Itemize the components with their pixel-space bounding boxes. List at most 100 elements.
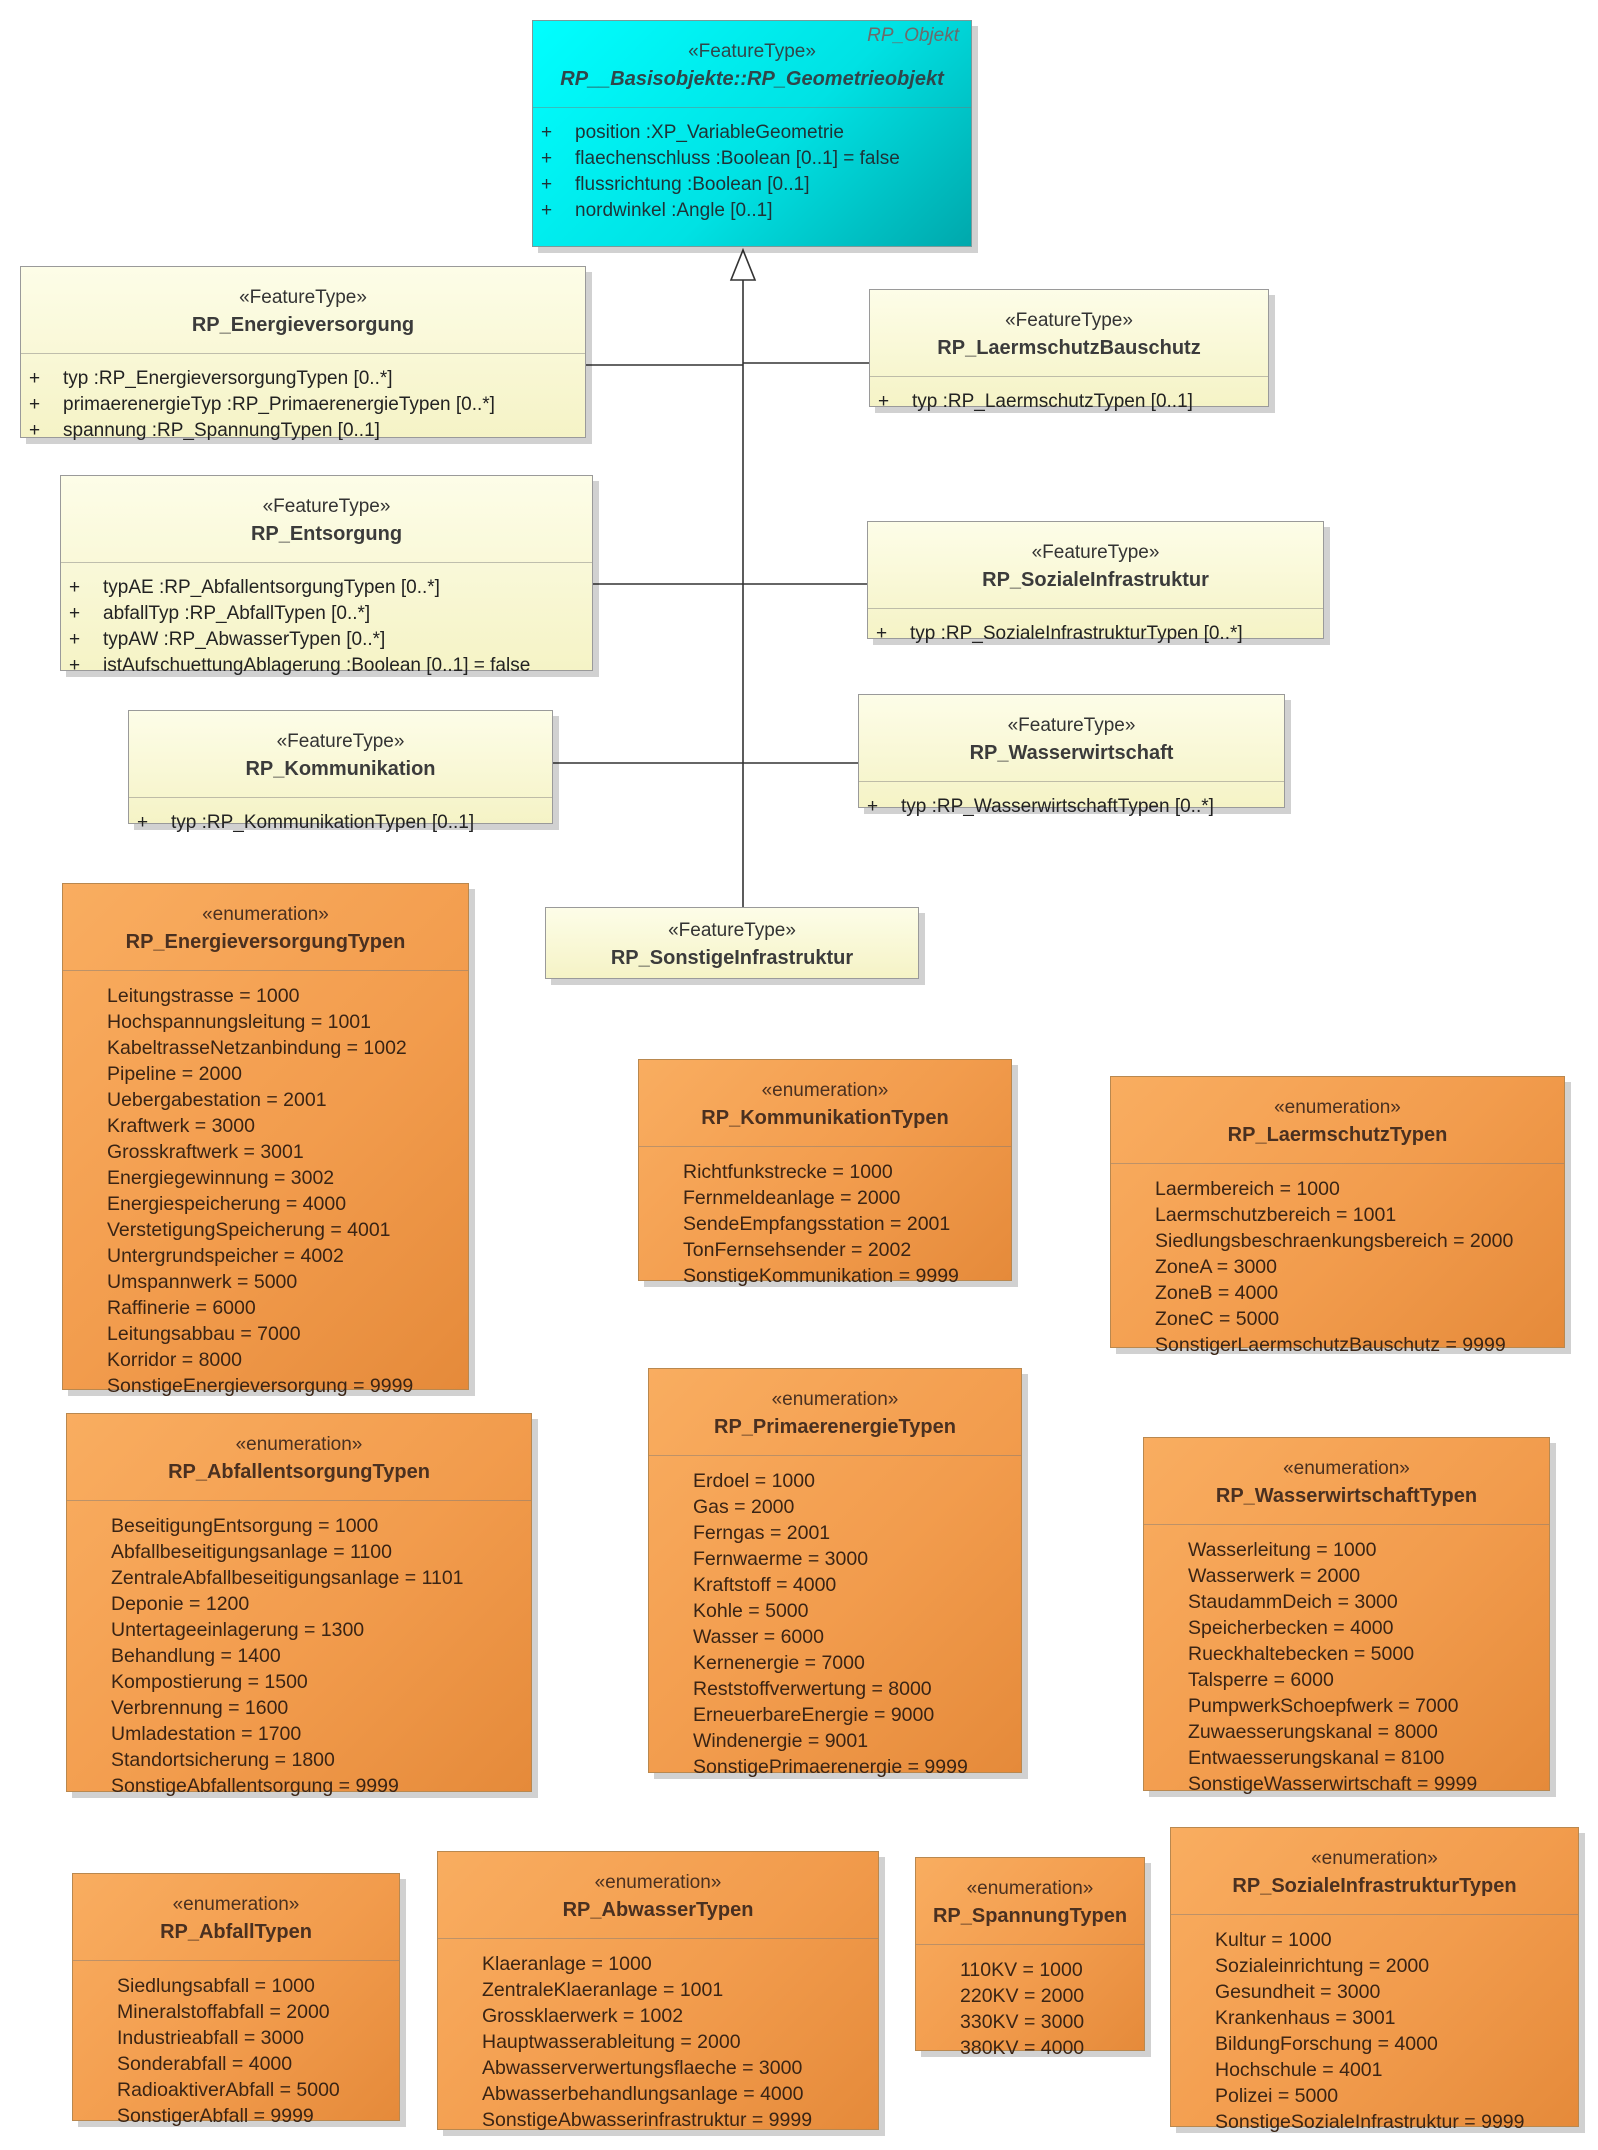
attribute-text: istAufschuettungAblagerung :Boolean [0..…: [103, 655, 531, 676]
enum-literal: Laermbereich = 1000: [1155, 1178, 1340, 1200]
enum-literal: Energiespeicherung = 4000: [107, 1193, 347, 1215]
enum-rp-abfallentsorgungtypen[interactable]: «enumeration» RP_AbfallentsorgungTypen B…: [66, 1413, 532, 1797]
class-rp-sonstigeinfrastruktur[interactable]: «FeatureType» RP_SonstigeInfrastruktur: [545, 907, 919, 979]
attribute-text: typ :RP_KommunikationTypen [0..1]: [171, 812, 475, 833]
enum-literal: ErneuerbareEnergie = 9000: [693, 1704, 935, 1726]
enum-literal: ZentraleKlaeranlage = 1001: [482, 1979, 724, 2001]
enum-literal: Gesundheit = 3000: [1215, 1981, 1381, 2003]
enum-literal: TonFernsehsender = 2002: [683, 1239, 912, 1261]
attribute-row: +typ :RP_WasserwirtschaftTypen [0..*]: [867, 794, 1276, 820]
enum-name: RP_LaermschutzTypen: [1227, 1124, 1448, 1146]
enum-literal: SonstigerLaermschutzBauschutz = 9999: [1155, 1334, 1506, 1356]
attribute-text: typ :RP_EnergieversorgungTypen [0..*]: [63, 368, 393, 389]
enum-literal: Grosskraftwerk = 3001: [107, 1141, 304, 1163]
class-rp-wasserwirtschaft[interactable]: «FeatureType» RP_Wasserwirtschaft +typ :…: [858, 694, 1285, 817]
enum-name: RP_SozialeInfrastrukturTypen: [1232, 1875, 1517, 1897]
enum-literal: Entwaesserungskanal = 8100: [1188, 1747, 1445, 1769]
attribute-text: typAW :RP_AbwasserTypen [0..*]: [103, 629, 386, 650]
attribute-text: spannung :RP_SpannungTypen [0..1]: [63, 420, 380, 441]
class-rp-geometrieobjekt[interactable]: RP_Objekt «FeatureType» RP__Basisobjekte…: [532, 20, 972, 247]
class-name: RP_LaermschutzBauschutz: [937, 337, 1201, 359]
stereotype-label: «enumeration»: [1283, 1458, 1410, 1479]
enum-rp-wasserwirtschafttypen[interactable]: «enumeration» RP_WasserwirtschaftTypen W…: [1143, 1437, 1550, 1795]
literal-compartment: Erdoel = 1000 Gas = 2000 Ferngas = 2001 …: [649, 1455, 1021, 1790]
stereotype-label: «enumeration»: [1311, 1848, 1438, 1869]
enum-rp-primaerenergietypen[interactable]: «enumeration» RP_PrimaerenergieTypen Erd…: [648, 1368, 1022, 1778]
literal-compartment: Leitungstrasse = 1000 Hochspannungsleitu…: [63, 970, 468, 1409]
visibility-public: +: [69, 603, 81, 624]
enum-rp-spannungtypen[interactable]: «enumeration» RP_SpannungTypen 110KV = 1…: [915, 1857, 1145, 2059]
stereotype-label: «enumeration»: [235, 1434, 363, 1455]
enum-literal: Leitungsabbau = 7000: [107, 1323, 301, 1345]
enum-rp-sozialeinfrastrukturtypen[interactable]: «enumeration» RP_SozialeInfrastrukturTyp…: [1170, 1827, 1579, 2133]
enum-name: RP_AbfallTypen: [160, 1921, 312, 1943]
enum-name: RP_SpannungTypen: [932, 1905, 1128, 1927]
enum-rp-kommunikationtypen[interactable]: «enumeration» RP_KommunikationTypen Rich…: [638, 1059, 1012, 1287]
stereotype-label: «enumeration»: [966, 1878, 1094, 1899]
class-rp-sozialeinfrastruktur[interactable]: «FeatureType» RP_SozialeInfrastruktur +t…: [867, 521, 1324, 644]
enum-literal: Korridor = 8000: [107, 1349, 242, 1371]
attribute-compartment: +typ :RP_KommunikationTypen [0..1]: [129, 797, 552, 846]
visibility-public: +: [541, 122, 553, 143]
enum-literal: ZoneC = 5000: [1155, 1308, 1280, 1330]
enum-literal: 220KV = 2000: [960, 1985, 1085, 2007]
parent-class-label: RP_Objekt: [867, 25, 959, 46]
attribute-row: + typ :RP_EnergieversorgungTypen [0..*]: [29, 366, 577, 392]
visibility-public: +: [29, 368, 41, 389]
enum-literal: Wasserleitung = 1000: [1188, 1539, 1377, 1561]
enum-literal: SonstigeEnergieversorgung = 9999: [107, 1375, 414, 1397]
class-rp-kommunikation[interactable]: «FeatureType» RP_Kommunikation +typ :RP_…: [128, 710, 553, 833]
enum-rp-energieversorgungtypen[interactable]: «enumeration» RP_EnergieversorgungTypen …: [62, 883, 469, 1397]
class-name: RP_Entsorgung: [250, 523, 403, 545]
enum-literal: Reststoffverwertung = 8000: [693, 1678, 932, 1700]
enum-rp-laermschutztypen[interactable]: «enumeration» RP_LaermschutzTypen Laermb…: [1110, 1076, 1565, 1356]
enum-literal: Behandlung = 1400: [111, 1645, 281, 1667]
enum-literal: 380KV = 4000: [960, 2037, 1085, 2059]
enum-literal: VerstetigungSpeicherung = 4001: [107, 1219, 391, 1241]
literal-compartment: Kultur = 1000 Sozialeinrichtung = 2000 G…: [1171, 1914, 1578, 2145]
enum-literal: Uebergabestation = 2001: [107, 1089, 327, 1111]
class-rp-entsorgung[interactable]: «FeatureType» RP_Entsorgung +typAE :RP_A…: [60, 475, 593, 676]
enum-name: RP_KommunikationTypen: [701, 1107, 949, 1129]
visibility-public: +: [867, 796, 879, 817]
enum-literal: Abfallbeseitigungsanlage = 1100: [111, 1541, 392, 1563]
enum-name: RP_EnergieversorgungTypen: [125, 931, 406, 953]
stereotype-label: «enumeration»: [172, 1894, 300, 1915]
attribute-row: +nordwinkel :Angle [0..1]: [541, 198, 963, 224]
stereotype-label: «enumeration»: [761, 1080, 889, 1101]
stereotype-label: «FeatureType»: [276, 731, 405, 752]
enum-literal: SonstigePrimaerenergie = 9999: [693, 1756, 968, 1778]
enum-literal: 330KV = 3000: [960, 2011, 1085, 2033]
attribute-compartment: +typAE :RP_AbfallentsorgungTypen [0..*] …: [61, 562, 592, 689]
enum-literal: Hochschule = 4001: [1215, 2059, 1383, 2081]
enum-literal: RadioaktiverAbfall = 5000: [117, 2079, 340, 2101]
enum-rp-abwassertypen[interactable]: «enumeration» RP_AbwasserTypen Klaeranla…: [437, 1851, 879, 2131]
enum-literal: ZoneA = 3000: [1155, 1256, 1277, 1278]
enum-literal: ZoneB = 4000: [1155, 1282, 1279, 1304]
class-rp-energieversorgung[interactable]: «FeatureType» RP_Energieversorgung +typ …: [20, 266, 586, 441]
literal-compartment: Laermbereich = 1000 Laermschutzbereich =…: [1111, 1163, 1564, 1368]
enum-literal: Siedlungsbeschraenkungsbereich = 2000: [1155, 1230, 1514, 1252]
enum-rp-abfalltypen[interactable]: «enumeration» RP_AbfallTypen Siedlungsab…: [72, 1873, 400, 2127]
literal-compartment: Siedlungsabfall = 1000 Mineralstoffabfal…: [73, 1960, 399, 2139]
enum-literal: Mineralstoffabfall = 2000: [117, 2001, 330, 2023]
class-rp-laermschutzbauschutz[interactable]: «FeatureType» RP_LaermschutzBauschutz +t…: [869, 289, 1269, 412]
enum-literal: PumpwerkSchoepfwerk = 7000: [1188, 1695, 1459, 1717]
attribute-text: typ :RP_LaermschutzTypen [0..1]: [912, 391, 1193, 412]
enum-literal: Hauptwasserableitung = 2000: [482, 2031, 741, 2053]
enum-literal: Fernmeldeanlage = 2000: [683, 1187, 901, 1209]
stereotype-label: «enumeration»: [771, 1389, 899, 1410]
attribute-compartment: +position :XP_VariableGeometrie +flaeche…: [533, 107, 971, 234]
enum-literal: SonstigeWasserwirtschaft = 9999: [1188, 1773, 1478, 1795]
class-name: RP_Kommunikation: [245, 758, 436, 780]
attribute-row: +istAufschuettungAblagerung :Boolean [0.…: [69, 653, 584, 679]
enum-literal: Grossklaerwerk = 1002: [482, 2005, 684, 2027]
enum-literal: Kraftstoff = 4000: [693, 1574, 837, 1596]
stereotype-label: «FeatureType»: [262, 496, 391, 517]
enum-literal: Sozialeinrichtung = 2000: [1215, 1955, 1430, 1977]
attribute-text: position :XP_VariableGeometrie: [575, 122, 844, 143]
enum-literal: Leitungstrasse = 1000: [107, 985, 300, 1007]
visibility-public: +: [69, 577, 81, 598]
visibility-public: +: [541, 148, 553, 169]
